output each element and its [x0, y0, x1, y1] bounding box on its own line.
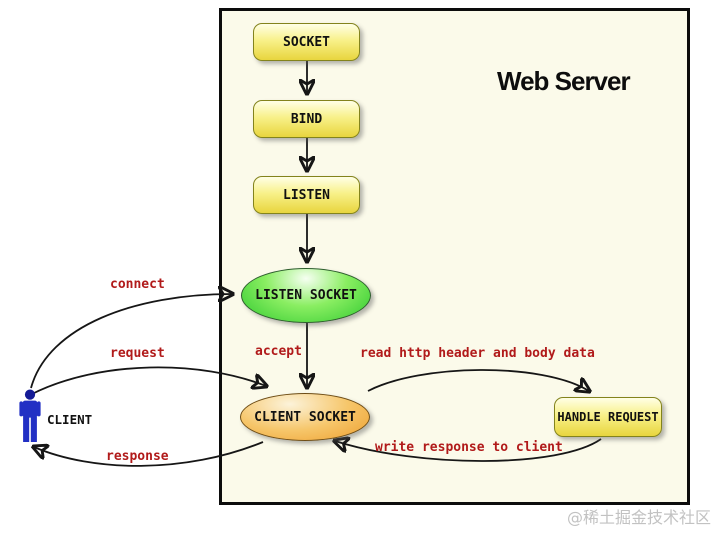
node-handle-request-label: HANDLE REQUEST — [557, 410, 659, 424]
node-listen-socket-label: LISTEN SOCKET — [255, 288, 357, 303]
node-bind-label: BIND — [290, 111, 323, 127]
watermark: @稀土掘金技术社区 — [567, 508, 712, 527]
edge-label-response: response — [106, 449, 169, 464]
node-handle-request: HANDLE REQUEST — [554, 397, 662, 437]
client-label: CLIENT — [47, 412, 93, 427]
edge-label-read: read http header and body data — [360, 346, 595, 361]
node-bind: BIND — [253, 100, 360, 138]
node-listen: LISTEN — [253, 176, 360, 214]
edge-label-connect: connect — [110, 277, 165, 292]
node-listen-socket: LISTEN SOCKET — [241, 268, 371, 323]
node-client-socket-label: CLIENT SOCKET — [254, 409, 356, 425]
node-listen-label: LISTEN — [283, 187, 330, 203]
node-client-socket: CLIENT SOCKET — [240, 393, 370, 441]
edge-label-accept: accept — [255, 344, 302, 359]
node-socket-label: SOCKET — [283, 34, 330, 50]
web-server-title: Web Server — [497, 66, 631, 96]
edge-label-write: write response to client — [375, 440, 563, 455]
client-person-icon — [19, 389, 41, 442]
edge-label-request: request — [110, 346, 165, 361]
arrow-connect — [30, 294, 232, 389]
node-socket: SOCKET — [253, 23, 360, 61]
